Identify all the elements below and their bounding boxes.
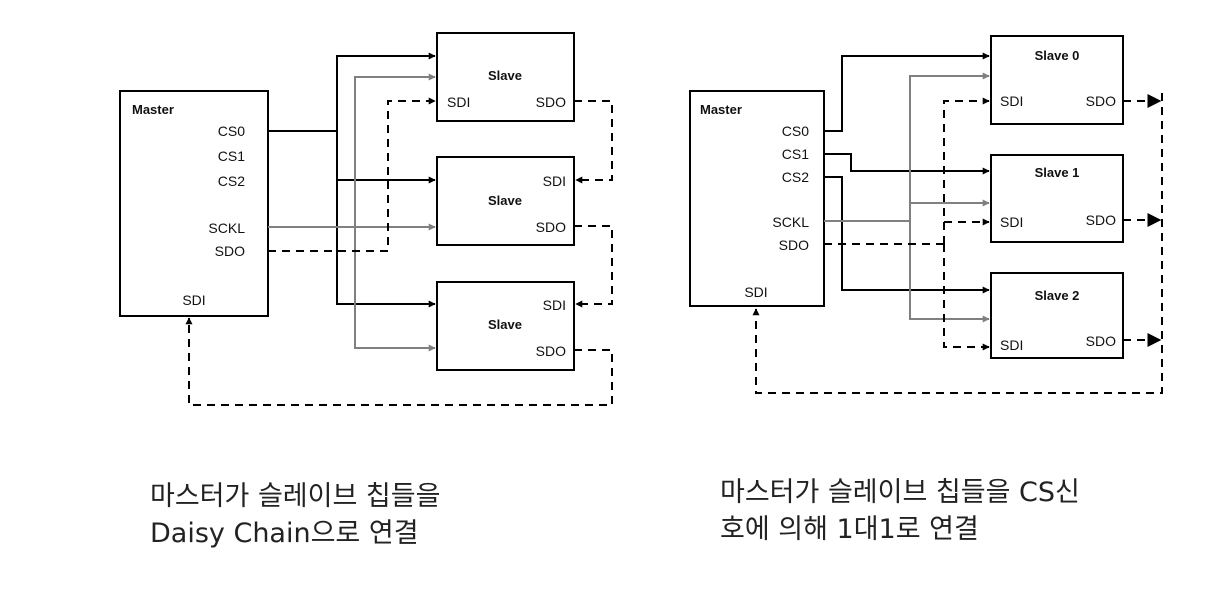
right-caption-line: 마스터가 슬레이브 칩들을 CS신 (720, 477, 1080, 508)
right-slave-2-sdi: SDI (1000, 337, 1023, 353)
right-slave-2-sdo: SDO (1086, 333, 1116, 349)
left-master-sdo-to-slave-sdi (268, 97, 436, 252)
left-slave-box (436, 32, 575, 122)
left-sckl-line-bottom (354, 227, 436, 352)
left-slave-sdo: SDO (536, 343, 566, 359)
right-slave-0-box (990, 35, 1124, 125)
right-miso-return-to-master (752, 93, 1163, 394)
right-cs1-line (824, 153, 990, 175)
right-slave-1-box (990, 154, 1124, 243)
right-master-block: Master CS0 CS1 CS2 SCKL SDO SDI (689, 90, 825, 307)
left-slave-block: Slave SDI SDO (436, 156, 575, 246)
right-slave-0-title: Slave 0 (1035, 48, 1080, 63)
daisy-chain-diagram: Master CS0 CS1 CS2 SCKL SDO SDI Slave SD… (119, 32, 613, 406)
right-caption: 마스터가 슬레이브 칩들을 CS신 호에 의해 1대1로 연결 (720, 474, 1080, 548)
right-master-title: Master (700, 102, 742, 117)
left-slave-title: Slave (488, 193, 522, 208)
left-slave-sdi: SDI (543, 297, 566, 313)
right-slave-1-title: Slave 1 (1035, 165, 1080, 180)
right-pin-sdi: SDI (744, 284, 767, 300)
independent-cs-diagram: Master CS0 CS1 CS2 SCKL SDO SDI Slave 0 … (689, 35, 1163, 394)
left-chain-mid-to-bottom (574, 225, 613, 308)
left-caption: 마스터가 슬레이브 칩들을 Daisy Chain으로 연결 (150, 478, 440, 552)
right-slave-0-sdi: SDI (1000, 93, 1023, 109)
left-cs-line-slave-bottom (336, 180, 436, 308)
right-slave-0-sdo: SDO (1086, 93, 1116, 109)
left-slave-sdo: SDO (536, 94, 566, 110)
right-slave-1-block: Slave 1 SDI SDO (990, 154, 1124, 243)
right-pin-sdo: SDO (779, 237, 809, 253)
left-cs-line-slave-top (268, 52, 436, 132)
left-pin-cs0: CS0 (218, 123, 245, 139)
right-mosi-to-slave-2 (943, 244, 990, 351)
left-pin-cs1: CS1 (218, 148, 245, 164)
left-pin-sdi: SDI (182, 292, 205, 308)
right-cs0-line (824, 52, 990, 132)
left-master-box (119, 90, 269, 317)
left-master-block: Master CS0 CS1 CS2 SCKL SDO SDI (119, 90, 269, 317)
right-master-box (689, 90, 825, 307)
left-caption-line: 마스터가 슬레이브 칩들을 (150, 481, 441, 512)
left-slave-sdi: SDI (543, 173, 566, 189)
right-slave-1-sdi: SDI (1000, 214, 1023, 230)
left-pin-sdo: SDO (215, 243, 245, 259)
right-slave-2-title: Slave 2 (1035, 288, 1080, 303)
left-slave-box (436, 156, 575, 246)
right-slave-1-sdo: SDO (1086, 212, 1116, 228)
left-slave-box (436, 281, 575, 371)
right-slave-2-block: Slave 2 SDI SDO (990, 272, 1124, 359)
right-slave-2-box (990, 272, 1124, 359)
left-chain-top-to-mid (574, 100, 613, 184)
right-pin-cs0: CS0 (782, 123, 809, 139)
left-sckl-line-top (354, 73, 436, 227)
left-slave-title: Slave (488, 68, 522, 83)
right-pin-cs2: CS2 (782, 169, 809, 185)
left-caption-line: Daisy Chain으로 연결 (150, 518, 419, 549)
right-pin-sckl: SCKL (772, 214, 809, 230)
left-pin-cs2: CS2 (218, 173, 245, 189)
left-slave-sdo: SDO (536, 219, 566, 235)
right-mosi-to-slave-0 (943, 97, 990, 244)
left-slave-block: Slave SDI SDO (436, 32, 575, 122)
right-slave-0-block: Slave 0 SDI SDO (990, 35, 1124, 125)
left-master-title: Master (132, 102, 174, 117)
left-pin-sckl: SCKL (208, 220, 245, 236)
right-cs2-line (824, 176, 990, 294)
right-sckl-line-slave-0 (909, 72, 990, 221)
left-cs-line-slave-mid (336, 131, 436, 184)
left-slave-block: Slave SDI SDO (436, 281, 575, 371)
left-slave-title: Slave (488, 317, 522, 332)
right-caption-line: 호에 의해 1대1로 연결 (720, 514, 979, 545)
right-sckl-line-slave-2 (909, 221, 990, 323)
right-pin-cs1: CS1 (782, 146, 809, 162)
left-slave-sdi: SDI (447, 94, 470, 110)
